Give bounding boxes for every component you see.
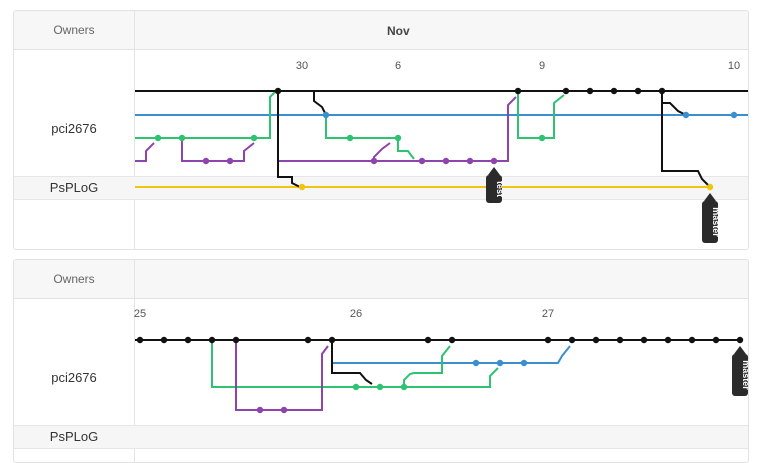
commit-node[interactable] — [616, 336, 624, 344]
commit-node[interactable] — [442, 157, 450, 165]
commit-node[interactable] — [304, 336, 312, 344]
panel-2-header — [14, 260, 748, 299]
commit-node[interactable] — [136, 336, 144, 344]
column-divider — [134, 11, 135, 249]
commit-node[interactable] — [250, 134, 258, 142]
date-label: 25 — [134, 308, 146, 320]
commit-node[interactable] — [466, 157, 474, 165]
date-label: 27 — [542, 308, 554, 320]
date-label: 9 — [539, 60, 545, 72]
commit-graph-2: 25 26 27 — [134, 308, 748, 414]
tag-master[interactable]: master — [702, 193, 721, 243]
commit-node[interactable] — [376, 383, 384, 391]
owners-header: Owners — [53, 23, 95, 37]
branch-blue — [331, 340, 571, 364]
commit-node[interactable] — [232, 336, 240, 344]
commit-node[interactable] — [658, 87, 666, 95]
commit-node[interactable] — [202, 157, 210, 165]
commit-node[interactable] — [256, 406, 264, 414]
commit-node[interactable] — [418, 157, 426, 165]
owner-label-psplog[interactable]: PsPLoG — [49, 180, 99, 195]
commit-node[interactable] — [730, 111, 738, 119]
date-label: 26 — [350, 308, 362, 320]
commit-node[interactable] — [544, 336, 552, 344]
commit-node[interactable] — [706, 183, 714, 191]
owner-row-psplog — [14, 425, 748, 449]
owner-label-psplog[interactable]: PsPLoG — [49, 429, 99, 444]
graph-panel-2: Owners pci2676 PsPLoG 25 26 27 — [13, 259, 749, 463]
commit-node[interactable] — [178, 134, 186, 142]
commit-node[interactable] — [682, 111, 690, 119]
commit-node[interactable] — [496, 359, 504, 367]
commit-node[interactable] — [520, 359, 528, 367]
commit-node[interactable] — [184, 336, 192, 344]
owner-label-pci2676[interactable]: pci2676 — [51, 121, 97, 136]
commit-node[interactable] — [562, 87, 570, 95]
graph-panel-1: Owners Nov pci2676 PsPLoG 30 6 9 10 — [13, 10, 749, 250]
commit-node[interactable] — [640, 336, 648, 344]
commit-node[interactable] — [208, 336, 216, 344]
commit-node[interactable] — [592, 336, 600, 344]
commit-node[interactable] — [490, 157, 498, 165]
commit-node[interactable] — [688, 336, 696, 344]
commit-nodes — [136, 336, 744, 414]
commit-node[interactable] — [634, 87, 642, 95]
commit-node[interactable] — [370, 157, 378, 165]
commit-node[interactable] — [610, 87, 618, 95]
tag-label: master — [741, 360, 748, 390]
panel-1-header — [14, 11, 748, 50]
date-label: 30 — [296, 60, 308, 72]
branch-master — [135, 90, 748, 188]
column-divider — [134, 260, 135, 462]
commit-node[interactable] — [160, 336, 168, 344]
tag-label: test — [495, 181, 505, 197]
date-label: 6 — [395, 60, 401, 72]
month-label: Nov — [387, 24, 410, 38]
commit-node[interactable] — [226, 157, 234, 165]
date-label: 10 — [728, 60, 740, 72]
commit-node[interactable] — [586, 87, 594, 95]
commit-node[interactable] — [712, 336, 720, 344]
commit-node[interactable] — [394, 134, 402, 142]
commit-node[interactable] — [448, 336, 456, 344]
commit-node[interactable] — [424, 336, 432, 344]
commit-node[interactable] — [298, 183, 306, 191]
commit-node[interactable] — [514, 87, 522, 95]
commit-node[interactable] — [154, 134, 162, 142]
owners-header: Owners — [53, 272, 95, 286]
commit-node[interactable] — [280, 406, 288, 414]
commit-node[interactable] — [568, 336, 576, 344]
tag-master[interactable]: master — [732, 346, 748, 396]
commit-node[interactable] — [472, 359, 480, 367]
commit-node[interactable] — [352, 383, 360, 391]
tag-test[interactable]: test — [486, 167, 505, 203]
branch-purple — [235, 340, 329, 411]
branch-green — [135, 90, 565, 160]
commit-node[interactable] — [274, 87, 282, 95]
commit-node[interactable] — [664, 336, 672, 344]
commit-nodes — [154, 87, 738, 191]
commit-node[interactable] — [736, 336, 744, 344]
owner-label-pci2676[interactable]: pci2676 — [51, 370, 97, 385]
commit-node[interactable] — [328, 336, 336, 344]
commit-node[interactable] — [322, 111, 330, 119]
commit-node[interactable] — [346, 134, 354, 142]
tag-label: master — [711, 207, 721, 237]
commit-graph-1: 30 6 9 10 — [135, 60, 748, 243]
commit-node[interactable] — [400, 383, 408, 391]
commit-node[interactable] — [538, 134, 546, 142]
